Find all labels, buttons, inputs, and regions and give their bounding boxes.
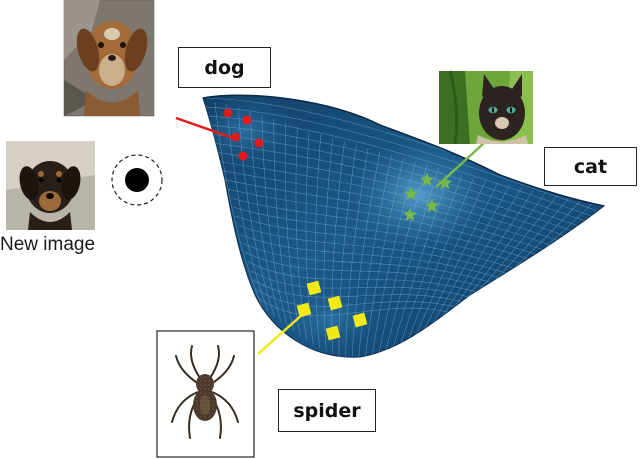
target-dot-icon [112, 155, 162, 205]
dog-point [243, 116, 252, 125]
spider-label: spider [278, 389, 376, 432]
spider-photo-icon [157, 331, 254, 457]
dog-point [224, 109, 233, 118]
new-image-caption: New image [0, 234, 118, 256]
dog-point [232, 133, 241, 142]
dog-point [239, 152, 248, 161]
puppy-photo-icon [6, 141, 95, 230]
cat-photo-icon [439, 71, 533, 144]
cat-label: cat [544, 147, 637, 186]
dog-label: dog [178, 47, 271, 88]
manifold-surface [190, 90, 604, 360]
dog-photo-icon [64, 0, 154, 116]
dog-point [255, 139, 264, 148]
